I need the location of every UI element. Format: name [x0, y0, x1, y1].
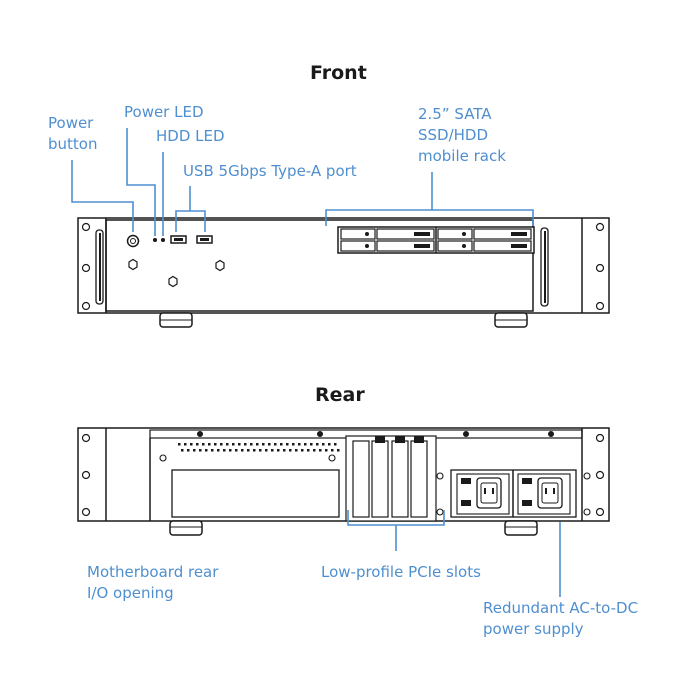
vent-hole: [223, 449, 226, 452]
vent-hole: [295, 449, 298, 452]
rear-chassis: [77, 427, 610, 536]
vent-hole: [283, 449, 286, 452]
vent-hole: [178, 443, 181, 446]
vent-hole: [325, 449, 328, 452]
front-callouts: [71, 128, 534, 236]
vent-hole: [331, 449, 334, 452]
vent-hole: [205, 449, 208, 452]
vent-hole: [313, 449, 316, 452]
front-title: Front: [310, 62, 367, 84]
vent-hole: [310, 443, 313, 446]
label-sata-rack: 2.5” SATA SSD/HDD mobile rack: [418, 105, 506, 165]
vent-hole: [259, 449, 262, 452]
vent-hole: [274, 443, 277, 446]
vent-hole: [214, 443, 217, 446]
vent-hole: [280, 443, 283, 446]
vent-hole: [202, 443, 205, 446]
vent-hole: [289, 449, 292, 452]
label-power-button: Power button: [48, 114, 98, 153]
label-usb-port: USB 5Gbps Type-A port: [183, 162, 357, 180]
vent-hole: [241, 449, 244, 452]
vent-hole: [307, 449, 310, 452]
vent-hole: [265, 449, 268, 452]
vent-hole: [217, 449, 220, 452]
vent-hole: [268, 443, 271, 446]
label-pcie-slots: Low-profile PCIe slots: [321, 563, 481, 581]
vent-hole: [226, 443, 229, 446]
vent-hole: [298, 443, 301, 446]
vent-hole: [193, 449, 196, 452]
rear-callouts: [347, 510, 561, 597]
vent-hole: [181, 449, 184, 452]
vent-hole: [208, 443, 211, 446]
vent-hole: [286, 443, 289, 446]
label-motherboard-io: Motherboard rear I/O opening: [87, 563, 219, 602]
vent-hole: [190, 443, 193, 446]
rear-title: Rear: [315, 384, 365, 406]
vent-hole: [256, 443, 259, 446]
vent-hole: [337, 449, 340, 452]
label-hdd-led: HDD LED: [156, 127, 225, 145]
front-chassis: [77, 217, 610, 328]
vent-hole: [187, 449, 190, 452]
vent-hole: [319, 449, 322, 452]
vent-hole: [292, 443, 295, 446]
vent-hole: [304, 443, 307, 446]
vent-hole: [301, 449, 304, 452]
vent-hole: [229, 449, 232, 452]
label-power-led: Power LED: [124, 103, 204, 121]
vent-hole: [262, 443, 265, 446]
vent-hole: [244, 443, 247, 446]
vent-hole: [220, 443, 223, 446]
vent-hole: [277, 449, 280, 452]
vent-hole: [334, 443, 337, 446]
vent-hole: [199, 449, 202, 452]
vent-hole: [211, 449, 214, 452]
label-psu: Redundant AC-to-DC power supply: [483, 599, 639, 638]
vent-hole: [322, 443, 325, 446]
vent-hole: [247, 449, 250, 452]
vent-hole: [238, 443, 241, 446]
vent-hole: [232, 443, 235, 446]
vent-hole: [316, 443, 319, 446]
vent-hole: [328, 443, 331, 446]
vent-hole: [184, 443, 187, 446]
vent-hole: [250, 443, 253, 446]
vent-hole: [235, 449, 238, 452]
vent-hole: [271, 449, 274, 452]
vent-hole: [253, 449, 256, 452]
vent-hole: [196, 443, 199, 446]
